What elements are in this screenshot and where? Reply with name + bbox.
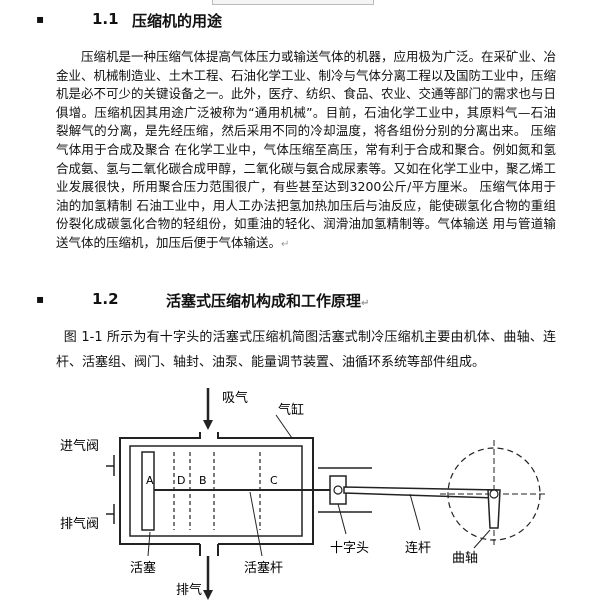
bullet-icon: ▪ — [36, 12, 45, 26]
chamber-label-a: A — [146, 474, 154, 487]
bullet-icon: ▪ — [36, 292, 45, 306]
label-crosshead: 十字头 — [330, 541, 369, 556]
piston-rod-leader-line — [249, 491, 263, 557]
crankshaft-leader-line — [473, 529, 491, 549]
label-piston-rod: 活塞杆 — [244, 560, 283, 576]
paragraph-mark-icon: ↵ — [361, 298, 370, 309]
chamber-label-d: D — [177, 474, 185, 487]
section-2-title: 活塞式压缩机构成和工作原理↵ — [166, 290, 369, 311]
section-1-paragraph: 压缩机是一种压缩气体提高气体压力或输送气体的机器，应用极为广泛。在采矿业、冶金业… — [56, 48, 556, 255]
label-exhaust: 排气 — [176, 582, 202, 598]
connecting-rod — [343, 486, 499, 499]
label-cylinder: 气缸 — [278, 402, 304, 418]
exhaust-arrow-icon — [203, 556, 213, 600]
paragraph-mark-icon: ↵ — [281, 238, 290, 250]
piston — [141, 451, 155, 531]
crosshead-leader-line — [337, 503, 347, 535]
section-2-title-text: 活塞式压缩机构成和工作原理 — [166, 292, 362, 310]
section-1-text: 压缩机是一种压缩气体提高气体压力或输送气体的机器，应用极为广泛。在采矿业、冶金业… — [56, 49, 557, 250]
cylinder-leader-line — [275, 414, 293, 439]
section-2-number: 1.2 — [92, 290, 119, 308]
connecting-rod-leader-line — [409, 493, 421, 531]
piston-leader-line — [147, 531, 151, 557]
label-piston: 活塞 — [130, 560, 156, 576]
chamber-label-c: C — [270, 474, 278, 487]
section-1-title: 压缩机的用途 — [132, 12, 223, 30]
suction-arrow-icon — [203, 388, 213, 430]
label-exhaust-valve: 排气阀 — [60, 516, 99, 532]
label-crankshaft: 曲轴 — [452, 551, 478, 566]
section-1-number: 1.1 — [92, 10, 119, 28]
top-border-decoration — [212, 0, 374, 5]
exhaust-valve-icon — [106, 504, 115, 524]
label-connecting-rod: 连杆 — [405, 540, 431, 556]
label-inlet-valve: 进气阀 — [60, 438, 99, 454]
section-2-paragraph: 图 1-1 所示为有十字头的活塞式压缩机简图活塞式制冷压缩机主要由机体、曲轴、连… — [56, 330, 556, 370]
label-suction: 吸气 — [222, 390, 248, 406]
chamber-label-b: B — [199, 474, 207, 487]
crosshead-guides — [318, 467, 372, 513]
inlet-valve-icon — [106, 455, 115, 476]
